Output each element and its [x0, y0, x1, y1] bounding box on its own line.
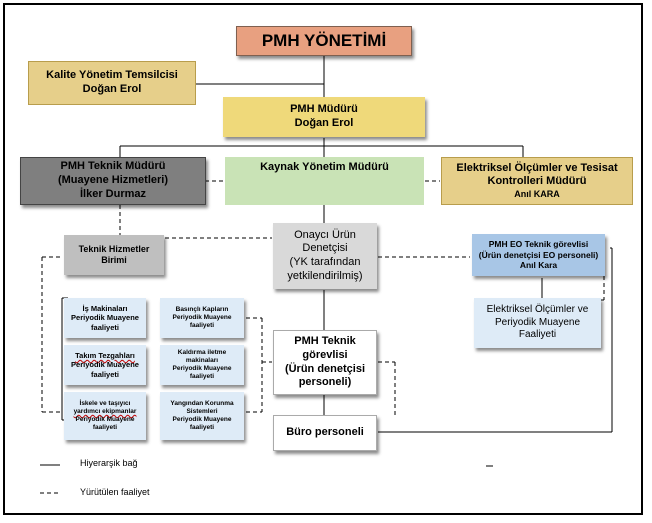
activity-line: faaliyeti	[92, 424, 118, 432]
eo-technician-box: PMH EO Teknik görevlisi (Ürün denetçisi …	[472, 234, 605, 276]
activity-line: Kaldırma iletme	[177, 348, 227, 356]
pmh-technician-line4: personeli)	[298, 376, 352, 389]
activity-line: Periyodik Muayene	[75, 416, 135, 423]
approver-line1: Onaycı Ürün	[294, 228, 356, 241]
electrical-manager-box: Elektriksel Ölçümler ve Tesisat Kontroll…	[441, 157, 633, 205]
electrical-manager-line2: Kontrolleri Müdürü	[487, 175, 587, 188]
electrical-manager-line1: Elektriksel Ölçümler ve Tesisat	[456, 161, 618, 174]
activity-line: İskele ve taşıyıcı	[79, 399, 131, 407]
activity-line: faaliyeti	[189, 322, 215, 330]
approver-inspector-box: Onaycı Ürün Denetçisi (YK tarafından yet…	[273, 223, 377, 289]
pmh-management-label: PMH YÖNETİMİ	[261, 31, 387, 51]
pmh-technician-line2: görevlisi	[302, 348, 348, 361]
resource-manager-label: Kaynak Yönetim Müdürü	[260, 161, 389, 173]
activity-line: faaliyeti	[189, 424, 215, 432]
activity-line: faaliyeti	[91, 322, 119, 332]
electrical-activity-line1: Elektriksel Ölçümler ve	[486, 304, 589, 316]
activity-box: Basınçlı Kapların Periyodik Muayene faal…	[160, 298, 244, 338]
office-staff-label: Büro personeli	[286, 426, 364, 439]
pmh-technician-box: PMH Teknik görevlisi (Ürün denetçisi per…	[273, 330, 377, 395]
activity-box: İş Makinaları Periyodik Muayene faaliyet…	[64, 298, 146, 338]
legend-solid-label: Hiyerarşik bağ	[80, 458, 138, 468]
electrical-activity-line3: Faaliyeti	[518, 329, 557, 341]
activity-line: yardımcı ekipmanlar	[73, 407, 137, 415]
eo-technician-line2: (Ürün denetçisi EO personeli)	[478, 249, 599, 260]
technical-services-box: Teknik Hizmetler Birimi	[64, 235, 164, 275]
technical-manager-line1: PMH Teknik Müdürü	[60, 160, 166, 173]
approver-line2: Denetçisi	[302, 242, 348, 255]
technical-services-line1: Teknik Hizmetler	[78, 243, 150, 254]
pmh-manager-name: Doğan Erol	[294, 117, 354, 129]
pmh-technician-line1: PMH Teknik	[294, 335, 356, 347]
technical-services-line2: Birimi	[101, 255, 127, 265]
technical-manager-box: PMH Teknik Müdürü (Muayene Hizmetleri) İ…	[20, 157, 206, 205]
approver-line4: yetkilendirilmiş)	[287, 269, 363, 282]
activity-line: Sistemleri	[186, 407, 218, 415]
quality-representative-box: Kalite Yönetim Temsilcisi Doğan Erol	[28, 61, 196, 105]
office-staff-box: Büro personeli	[273, 415, 377, 451]
quality-representative-title: Kalite Yönetim Temsilcisi	[46, 69, 178, 82]
activity-line: makinaları	[185, 356, 219, 364]
activity-box: Takım Tezgahları Periyodik Muayene faali…	[64, 345, 146, 385]
activity-box: Yangından Korunma Sistemleri Periyodik M…	[160, 392, 244, 440]
resource-manager-box: Kaynak Yönetim Müdürü	[225, 157, 424, 205]
activity-line: Periyodik Muayene	[172, 416, 232, 423]
activity-line: Yangından Korunma	[170, 399, 234, 407]
activity-line: Periyodik Muayene	[71, 360, 139, 370]
technical-manager-name: İlker Durmaz	[79, 187, 147, 200]
electrical-activity-box: Elektriksel Ölçümler ve Periyodik Muayen…	[474, 298, 601, 348]
electrical-activity-line2: Periyodik Muayene	[494, 316, 581, 328]
pmh-manager-title: PMH Müdürü	[290, 103, 358, 116]
pmh-technician-line3: (Ürün denetçisi	[284, 362, 366, 375]
activity-line: İş Makinaları	[82, 303, 128, 313]
activity-line: Basınçlı Kapların	[175, 305, 229, 313]
technical-manager-line2: (Muayene Hizmetleri)	[57, 174, 169, 187]
activity-line: Takım Tezgahları	[75, 350, 135, 360]
eo-technician-name: Anıl Kara	[519, 260, 558, 271]
quality-representative-name: Doğan Erol	[82, 83, 142, 95]
activity-line: Periyodik Muayene	[71, 313, 139, 323]
activity-box: İskele ve taşıyıcı yardımcı ekipmanlar P…	[64, 392, 146, 440]
activity-line: faaliyeti	[91, 369, 119, 379]
activity-box: Kaldırma iletme makinaları Periyodik Mua…	[160, 345, 244, 385]
activity-line: faaliyeti	[189, 373, 215, 381]
activity-line: Periyodik Muayene	[172, 365, 232, 372]
activity-line: Periyodik Muayene	[172, 313, 232, 321]
eo-technician-line1: PMH EO Teknik görevlisi	[488, 239, 589, 250]
legend-dashed-label: Yürütülen faaliyet	[80, 487, 150, 497]
pmh-management-box: PMH YÖNETİMİ	[236, 26, 412, 56]
pmh-manager-box: PMH Müdürü Doğan Erol	[223, 97, 425, 137]
diagram-frame	[3, 3, 643, 515]
electrical-manager-name: Anıl KARA	[514, 189, 560, 200]
approver-line3: (YK tarafından	[289, 256, 361, 268]
